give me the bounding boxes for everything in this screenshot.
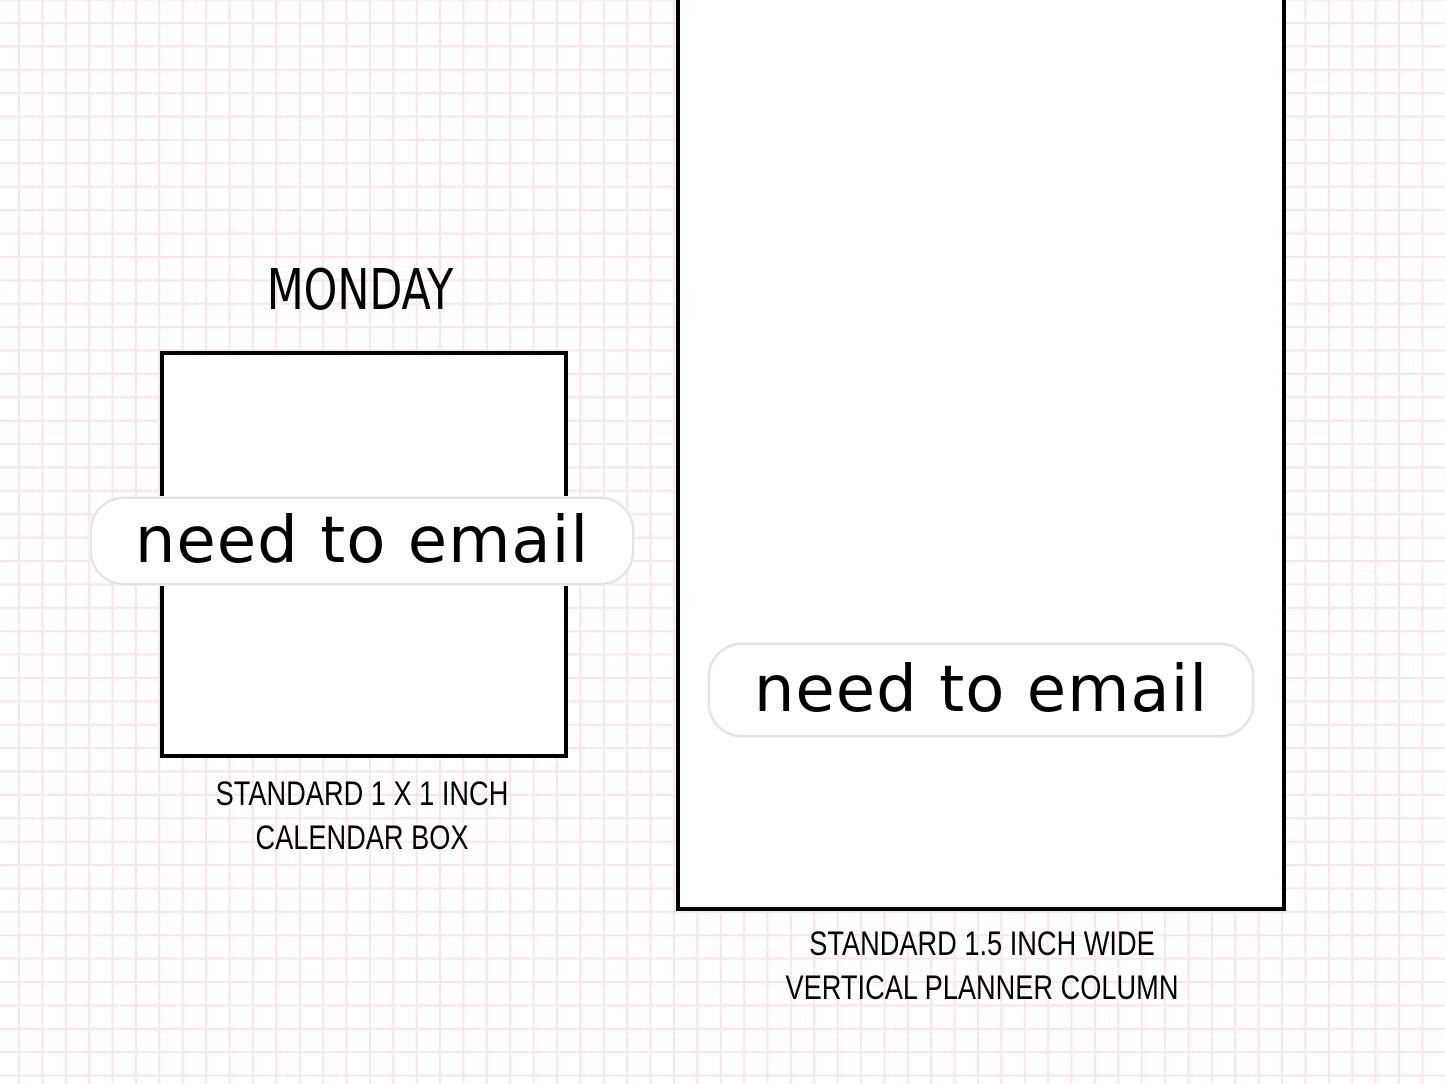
caption-line: Standard 1 x 1 inch bbox=[215, 775, 509, 813]
planner-caption: Standard 1.5 inch wide Vertical planner … bbox=[742, 922, 1222, 1010]
caption-line: Calendar box bbox=[255, 819, 469, 857]
planner-column bbox=[676, 0, 1286, 911]
sticker-text: need to email bbox=[134, 504, 590, 578]
sticker-text: need to email bbox=[753, 653, 1209, 727]
caption-line: Vertical planner column bbox=[785, 969, 1179, 1007]
day-heading: Monday bbox=[266, 258, 454, 323]
calendar-caption: Standard 1 x 1 inch Calendar box bbox=[162, 772, 562, 860]
sticker-planner: need to email bbox=[708, 643, 1254, 737]
caption-line: Standard 1.5 inch wide bbox=[809, 925, 1155, 963]
sticker-calendar: need to email bbox=[90, 497, 634, 585]
